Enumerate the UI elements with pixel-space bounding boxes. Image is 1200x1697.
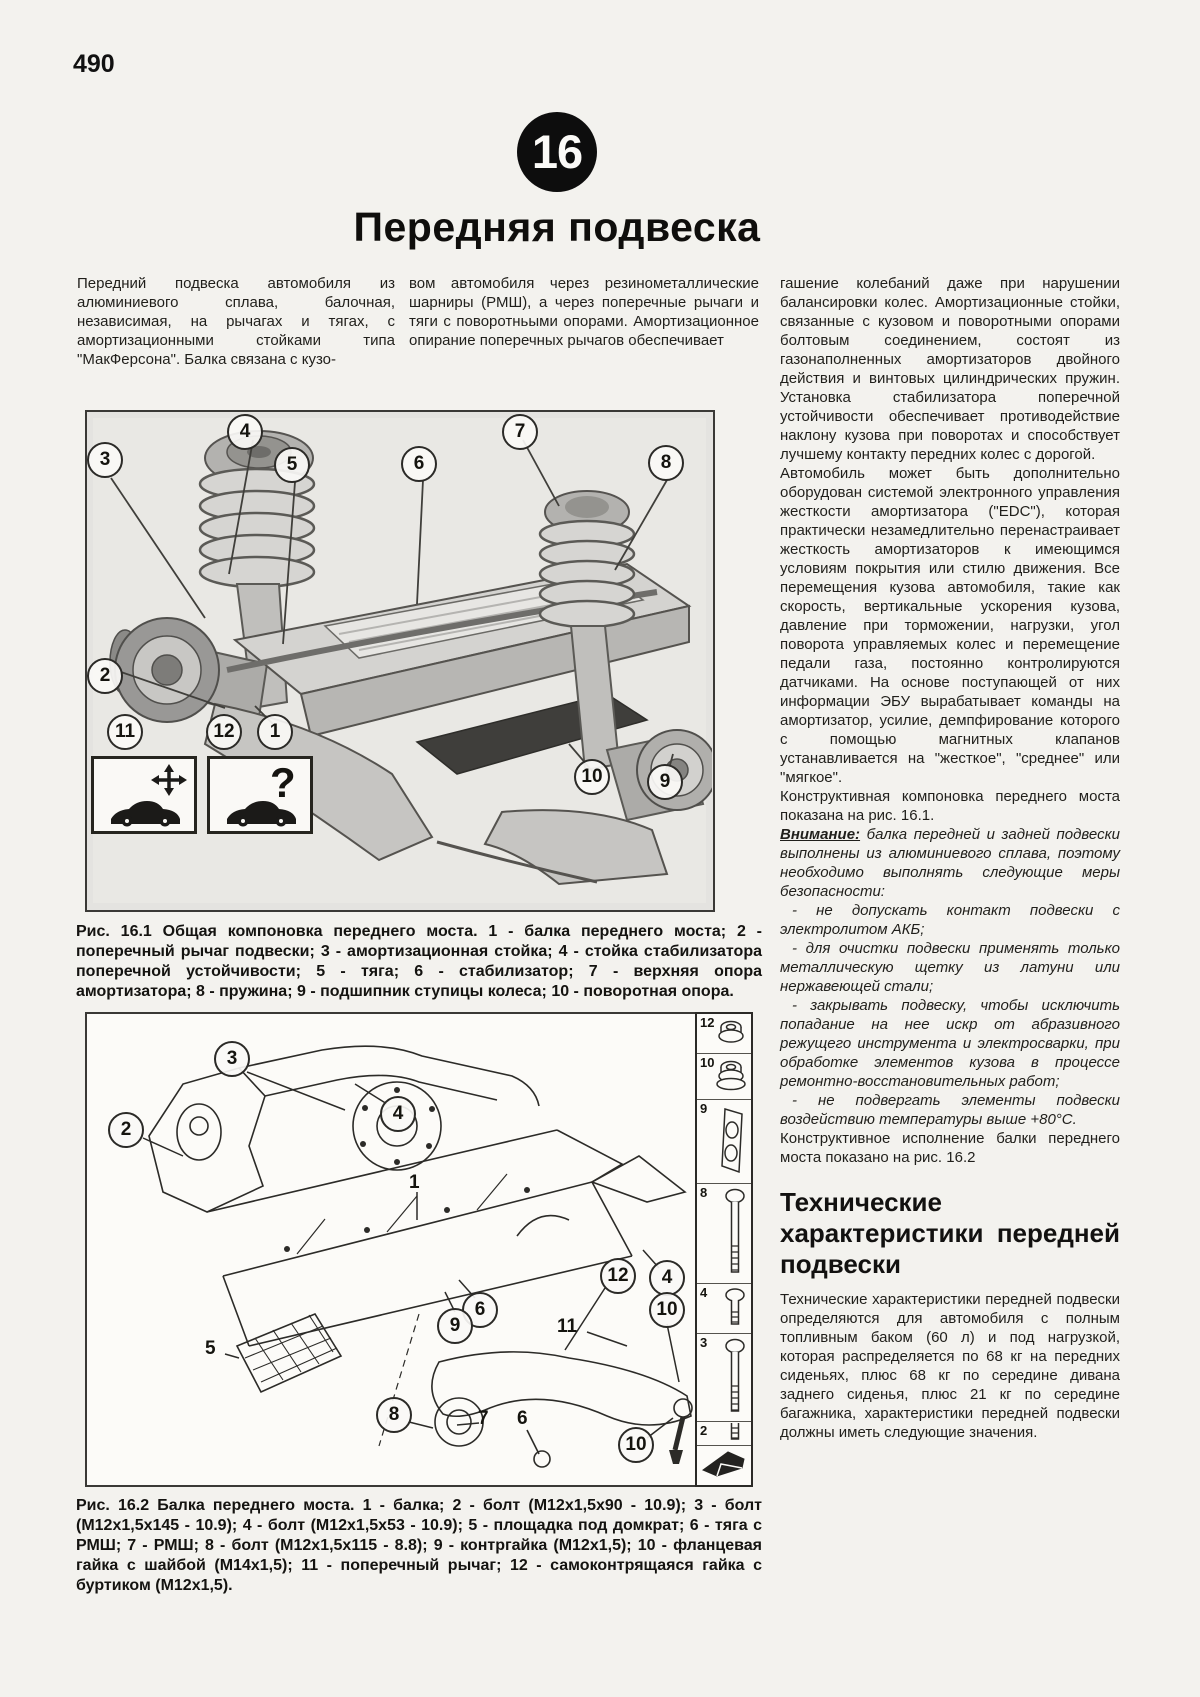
legend-item: 10 bbox=[697, 1054, 751, 1100]
move-arrows-icon bbox=[151, 764, 187, 796]
legend-item: 4 bbox=[697, 1284, 751, 1334]
callout-circle: 4 bbox=[649, 1260, 685, 1296]
paragraph: Технические характеристики передней подв… bbox=[780, 1291, 1120, 1441]
callout-label: 11 bbox=[557, 1316, 578, 1337]
paragraph: гашение колебаний даже при нарушении бал… bbox=[780, 275, 1120, 463]
callout-circle: 4 bbox=[227, 414, 263, 450]
paragraph: Конструктивная компоновка переднего мост… bbox=[780, 788, 1120, 824]
question-mark-icon: ? bbox=[270, 759, 296, 806]
pictogram-car-question: ? bbox=[207, 756, 313, 834]
intro-column-1: Передний подвеска автомобиля из алюминие… bbox=[77, 275, 395, 368]
flange-nut-icon bbox=[718, 1020, 744, 1043]
callout-circle: 2 bbox=[108, 1112, 144, 1148]
callout-label: 1 bbox=[409, 1172, 420, 1193]
callout-circle: 9 bbox=[437, 1308, 473, 1344]
callout-circle: 8 bbox=[376, 1397, 412, 1433]
warning-item: - не подвергать элементы подвески воздей… bbox=[780, 1092, 1120, 1128]
figure-16-2-caption: Рис. 16.2 Балка переднего моста. 1 - бал… bbox=[76, 1497, 762, 1594]
callout-label: 6 bbox=[517, 1408, 528, 1429]
callout-circle: 12 bbox=[600, 1258, 636, 1294]
chapter-number-badge: 16 bbox=[517, 112, 597, 192]
bolt-icon bbox=[725, 1288, 745, 1325]
bolt-icon bbox=[725, 1188, 745, 1273]
callout-label: 5 bbox=[205, 1338, 216, 1359]
callout-label: 7 bbox=[478, 1408, 489, 1429]
legend-item: 3 bbox=[697, 1334, 751, 1422]
jack-pad-icon bbox=[701, 1451, 745, 1477]
legend-item: 2 bbox=[697, 1422, 751, 1446]
callout-circle: 4 bbox=[380, 1096, 416, 1132]
legend-item bbox=[697, 1446, 751, 1479]
page-title: Передняя подвеска bbox=[353, 204, 761, 250]
warning-intro: балка передней и задней подвески выполне… bbox=[780, 826, 1120, 900]
bolt-icon bbox=[725, 1338, 745, 1412]
callout-circle: 7 bbox=[502, 414, 538, 450]
callout-circle: 3 bbox=[87, 442, 123, 478]
pictogram-car-maneuver bbox=[91, 756, 197, 834]
figure-16-2: 3 2 4 12 4 10 6 9 8 10 1 5 11 7 6 12 bbox=[85, 1011, 753, 1487]
callout-circle: 10 bbox=[649, 1292, 685, 1328]
legend-item-number: 9 bbox=[700, 1100, 708, 1116]
chapter-header: 16 Передняя подвеска bbox=[0, 112, 1114, 251]
intro-columns: Передний подвеска автомобиля из алюминие… bbox=[77, 274, 759, 369]
car-icon bbox=[227, 801, 296, 827]
legend-item-number: 10 bbox=[700, 1054, 715, 1070]
callout-circle: 5 bbox=[274, 447, 310, 483]
callout-circle: 10 bbox=[618, 1427, 654, 1463]
intro-column-2: вом автомобиля через резинометаллические… bbox=[409, 275, 759, 349]
flange-nut-washer-icon bbox=[716, 1060, 746, 1091]
warning-label: Внимание: bbox=[780, 826, 861, 843]
car-icon bbox=[111, 801, 180, 827]
callout-circle: 9 bbox=[647, 764, 683, 800]
callout-circle: 11 bbox=[107, 714, 143, 750]
paragraph: Автомобиль может быть дополнительно обор… bbox=[780, 465, 1120, 786]
fasteners-legend-strip: 12 10 9 bbox=[695, 1011, 753, 1487]
figure-16-1: 3 4 5 6 7 8 2 11 12 1 10 9 ? bbox=[85, 410, 715, 912]
legend-item-number: 4 bbox=[700, 1284, 708, 1300]
legend-item: 12 bbox=[697, 1014, 751, 1054]
warning-item: - закрывать подвеску, чтобы исключить по… bbox=[780, 997, 1120, 1090]
warning-item: - для очистки подвески применять только … bbox=[780, 940, 1120, 995]
locknut-block-icon bbox=[721, 1108, 743, 1174]
page-number: 490 bbox=[73, 50, 115, 78]
legend-item: 9 bbox=[697, 1100, 751, 1184]
section-heading: Технические характеристики передней подв… bbox=[780, 1187, 1120, 1279]
legend-item-number: 2 bbox=[700, 1422, 708, 1438]
callout-circle: 1 bbox=[257, 714, 293, 750]
callout-circle: 6 bbox=[401, 446, 437, 482]
callout-circle: 2 bbox=[87, 658, 123, 694]
callout-circle: 8 bbox=[648, 445, 684, 481]
legend-item: 8 bbox=[697, 1184, 751, 1284]
right-column: гашение колебаний даже при нарушении бал… bbox=[780, 274, 1120, 1442]
callout-circle: 3 bbox=[214, 1041, 250, 1077]
figure-16-1-caption: Рис. 16.1 Общая компоновка переднего мос… bbox=[76, 923, 762, 1000]
legend-item-number: 12 bbox=[700, 1014, 715, 1030]
legend-item-number: 3 bbox=[700, 1334, 708, 1350]
warning-paragraph: Внимание: балка передней и задней подвес… bbox=[780, 825, 1120, 901]
warning-item: - не допускать контакт подвески с электр… bbox=[780, 902, 1120, 938]
front-axle-3d-drawing bbox=[87, 412, 712, 909]
callout-circle: 12 bbox=[206, 714, 242, 750]
bolt-tip-icon bbox=[730, 1423, 740, 1440]
legend-item-number: 8 bbox=[700, 1184, 708, 1200]
callout-circle: 10 bbox=[574, 759, 610, 795]
paragraph: Конструктивное исполнение балки переднег… bbox=[780, 1130, 1120, 1166]
